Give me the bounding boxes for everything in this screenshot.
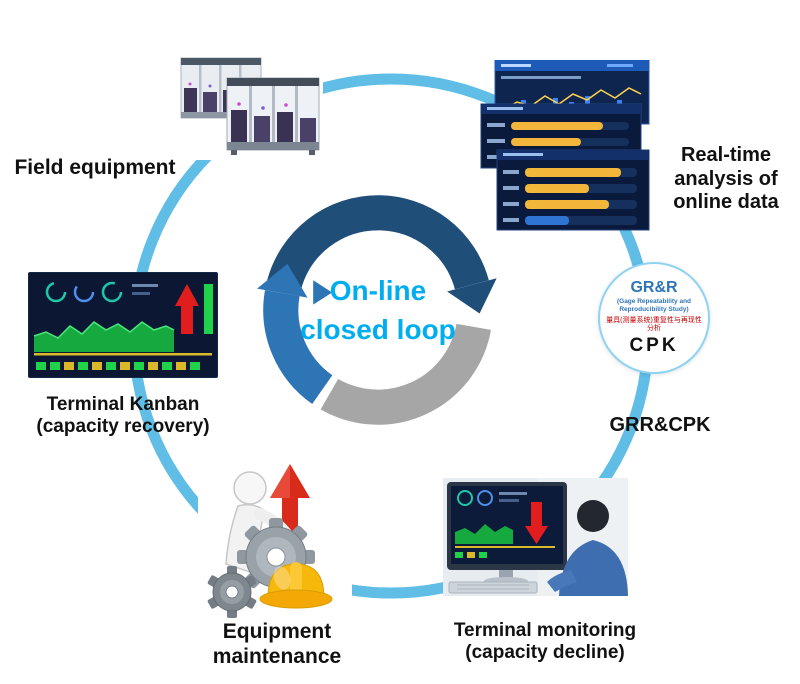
maintenance-up-arrow xyxy=(270,464,310,536)
grr-badge-subtitle: (Gage Repeatability and Reproducibility … xyxy=(616,298,692,314)
ring-inner-chevron xyxy=(313,280,333,305)
ring-arrowhead-top-left xyxy=(257,263,308,298)
monitor xyxy=(447,482,567,585)
label-equipment-maintenance: Equipment maintenance xyxy=(212,620,342,668)
ring-arrowhead-right xyxy=(447,278,497,314)
equipment-maintenance-image xyxy=(198,452,352,620)
person xyxy=(547,500,628,596)
capacity-down-arrow xyxy=(525,502,548,544)
capacity-up-arrow xyxy=(175,284,199,334)
small-gear xyxy=(207,566,257,618)
label-field-equipment: Field equipment xyxy=(14,156,176,179)
terminal-monitoring-image xyxy=(443,478,628,596)
grr-badge-cpk: CPK xyxy=(629,335,679,357)
grr-badge-title: GR&R xyxy=(630,278,678,296)
cycle-arrow-ring-graphic xyxy=(257,195,497,425)
machine-front xyxy=(226,77,320,155)
dashboard-panel-front xyxy=(496,149,650,231)
realtime-dashboards-image xyxy=(477,60,655,232)
grr-cpk-badge: GR&R (Gage Repeatability and Reproducibi… xyxy=(598,262,710,374)
label-terminal-monitoring: Terminal monitoring (capacity decline) xyxy=(453,620,637,664)
field-equipment-image xyxy=(175,48,323,160)
label-terminal-kanban: Terminal Kanban (capacity recovery) xyxy=(36,394,210,438)
label-grr-cpk: GRR&CPK xyxy=(609,414,711,436)
label-realtime-analysis: Real-time analysis of online data xyxy=(673,144,779,214)
terminal-kanban-image xyxy=(28,272,218,378)
grr-badge-subtitle-zh: 量具(测量系统)重复性与再现性分析 xyxy=(606,316,702,332)
hard-hat xyxy=(259,562,333,609)
cycle-arrow-ring: On-line closed loop xyxy=(243,175,513,445)
